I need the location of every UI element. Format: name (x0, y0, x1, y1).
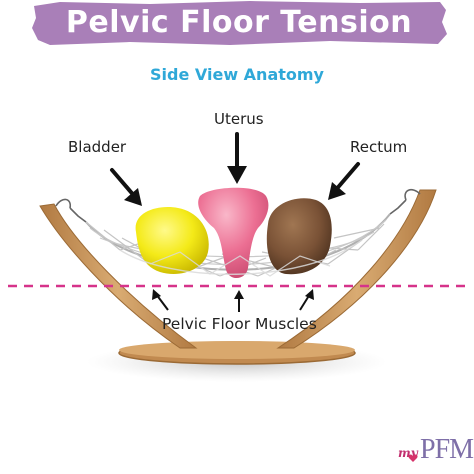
rectum-label: Rectum (350, 138, 408, 156)
uterus-label: Uterus (214, 110, 264, 128)
pelvic-floor-muscles-label: Pelvic Floor Muscles (162, 315, 317, 333)
left-hook (55, 198, 87, 223)
bladder-label: Bladder (68, 138, 127, 156)
bladder-arrow-icon (110, 168, 142, 206)
rectum-shape (266, 198, 332, 275)
heart-icon (408, 454, 418, 462)
hammock-base-top (119, 341, 355, 359)
muscle-arrow-icon-right (299, 289, 314, 311)
left-wood-arc (39, 203, 198, 349)
title-banner: Pelvic Floor Tension (30, 0, 448, 46)
right-hook (389, 188, 421, 215)
uterus-shape (198, 187, 269, 279)
bladder-shape (135, 207, 209, 274)
muscle-arrow-icon-center (234, 290, 244, 312)
right-wood-arc (276, 189, 437, 349)
logo: my PFM (398, 432, 474, 468)
brush-stroke-background (32, 1, 447, 45)
subtitle: Side View Anatomy (150, 65, 324, 84)
page-title: Pelvic Floor Tension (65, 5, 413, 40)
logo-name: PFM (420, 434, 474, 465)
muscle-arrow-icon-left (152, 289, 169, 311)
uterus-arrow-icon (227, 132, 247, 184)
rectum-arrow-icon (328, 162, 360, 200)
